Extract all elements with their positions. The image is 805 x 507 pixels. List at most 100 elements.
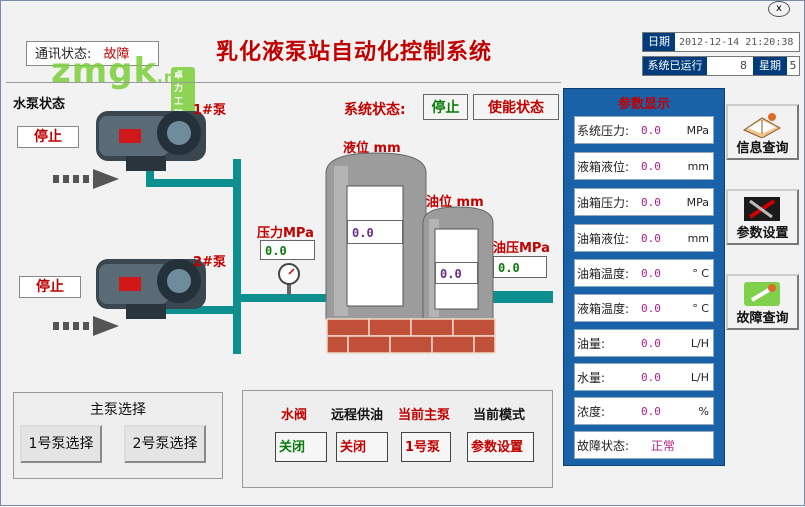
param-label: 油箱液位: bbox=[577, 232, 630, 246]
flow-arrows bbox=[53, 169, 119, 336]
param-settings-label: 参数设置 bbox=[736, 226, 789, 241]
pump1-name: 1#泵 bbox=[193, 103, 226, 118]
param-value: 0.0 bbox=[641, 405, 661, 418]
param-value: 0.0 bbox=[641, 337, 661, 350]
close-icon[interactable]: x bbox=[768, 1, 790, 17]
param-unit: mm bbox=[687, 232, 709, 245]
book-icon bbox=[742, 113, 782, 138]
wrench-icon bbox=[744, 282, 780, 306]
param-value: 0.0 bbox=[641, 124, 661, 137]
param-unit: ° C bbox=[692, 302, 709, 315]
pump2-select-button[interactable]: 2号泵选择 bbox=[124, 425, 206, 463]
brick-base bbox=[326, 318, 496, 354]
oil-pressure-label: 油压MPa bbox=[493, 241, 550, 256]
comm-status: 通讯状态: 故障 bbox=[26, 41, 159, 66]
param-label: 系统压力: bbox=[577, 124, 630, 138]
fault-query-button[interactable]: 故障查询 bbox=[726, 274, 799, 330]
divider bbox=[6, 82, 561, 83]
param-unit: mm bbox=[687, 160, 709, 173]
param-settings-button[interactable]: 参数设置 bbox=[726, 189, 799, 245]
param-row: 故障状态: 正常 bbox=[574, 431, 714, 459]
current-main-pump-button[interactable]: 1号泵 bbox=[401, 432, 451, 462]
info-query-label: 信息查询 bbox=[736, 141, 789, 156]
oil-level-label: 油位 mm bbox=[426, 195, 484, 210]
control-group: 水阀 远程供油 当前主泵 当前模式 关闭 关闭 1号泵 参数设置 bbox=[242, 390, 553, 488]
current-main-pump-label: 当前主泵 bbox=[398, 408, 451, 423]
date-value: 2012-12-14 21:20:38 bbox=[679, 37, 794, 48]
param-row: 液箱液位: 0.0 mm bbox=[574, 152, 714, 180]
param-value: 0.0 bbox=[641, 196, 661, 209]
param-label: 油箱压力: bbox=[577, 196, 630, 210]
param-label: 油量: bbox=[577, 337, 606, 351]
param-row: 水量: 0.0 L/H bbox=[574, 363, 714, 391]
param-unit: MPa bbox=[686, 196, 709, 209]
enable-status: 使能状态 bbox=[473, 94, 559, 120]
param-value: 0.0 bbox=[641, 302, 661, 315]
param-row: 液箱温度: 0.0 ° C bbox=[574, 294, 714, 322]
remote-oil-label: 远程供油 bbox=[331, 408, 384, 423]
param-value: 0.0 bbox=[641, 267, 661, 280]
param-label: 浓度: bbox=[577, 405, 606, 419]
param-unit: L/H bbox=[690, 371, 709, 384]
comm-status-label: 通讯状态: bbox=[35, 47, 92, 62]
main-pump-caption: 主泵选择 bbox=[90, 402, 146, 418]
date-display: 日期 2012-12-14 21:20:38 bbox=[642, 32, 800, 52]
param-row: 油箱液位: 0.0 mm bbox=[574, 224, 714, 252]
param-label: 油箱温度: bbox=[577, 267, 630, 281]
oil-level-value: 0.0 bbox=[435, 262, 478, 284]
runtime-label: 系统已运行 bbox=[643, 57, 707, 75]
param-value: 0.0 bbox=[641, 371, 661, 384]
water-valve-button[interactable]: 关闭 bbox=[275, 432, 327, 462]
tools-icon bbox=[744, 197, 780, 221]
param-row: 油箱温度: 0.0 ° C bbox=[574, 259, 714, 287]
date-label: 日期 bbox=[643, 33, 675, 51]
param-unit: MPa bbox=[686, 124, 709, 137]
level-value: 0.0 bbox=[347, 220, 403, 244]
page-title: 乳化液泵站自动化控制系统 bbox=[216, 40, 493, 65]
weekday-label: 星期 bbox=[753, 57, 787, 75]
oil-pressure-value: 0.0 bbox=[493, 256, 547, 278]
param-value: 0.0 bbox=[641, 232, 661, 245]
pump2-graphic bbox=[96, 259, 206, 319]
main-pump-group: 主泵选择 1号泵选择 2号泵选择 bbox=[13, 392, 223, 479]
current-mode-button[interactable]: 参数设置 bbox=[467, 432, 534, 462]
param-label: 液箱温度: bbox=[577, 302, 630, 316]
param-row: 油箱压力: 0.0 MPa bbox=[574, 188, 714, 216]
fault-status-value: 正常 bbox=[651, 439, 676, 453]
pump1-graphic bbox=[96, 111, 206, 171]
water-valve-label: 水阀 bbox=[281, 408, 308, 423]
pressure-gauge-graphic bbox=[278, 263, 300, 295]
pump2-name: 2#泵 bbox=[193, 255, 226, 270]
param-value: 0.0 bbox=[641, 160, 661, 173]
weekday-value: 5 bbox=[789, 59, 797, 72]
param-unit: L/H bbox=[690, 337, 709, 350]
info-query-button[interactable]: 信息查询 bbox=[726, 104, 799, 160]
param-label: 液箱液位: bbox=[577, 160, 630, 174]
param-label: 水量: bbox=[577, 371, 606, 385]
pipe-network bbox=[146, 159, 553, 354]
current-mode-label: 当前模式 bbox=[473, 408, 526, 423]
watermark-logo: zmgk.net 卓力工矿 bbox=[51, 51, 195, 121]
param-unit: ° C bbox=[692, 267, 709, 280]
pump-section-label: 水泵状态 bbox=[13, 97, 66, 112]
pressure-label: 压力MPa bbox=[257, 226, 314, 241]
pump1-status: 停止 bbox=[17, 126, 79, 148]
param-row: 浓度: 0.0% bbox=[574, 397, 714, 425]
pump2-status: 停止 bbox=[19, 276, 81, 298]
runtime-value: 8 bbox=[740, 59, 747, 72]
param-unit: % bbox=[698, 405, 709, 418]
pump1-select-button[interactable]: 1号泵选择 bbox=[20, 425, 102, 463]
watermark-text: zmgk bbox=[51, 51, 158, 91]
param-row: 系统压力: 0.0 MPa bbox=[574, 116, 714, 144]
params-title: 参数显示 bbox=[617, 97, 670, 112]
system-status-label: 系统状态: bbox=[344, 102, 406, 118]
param-label: 故障状态: bbox=[577, 439, 630, 453]
remote-oil-button[interactable]: 关闭 bbox=[336, 432, 388, 462]
param-row: 油量: 0.0 L/H bbox=[574, 329, 714, 357]
pressure-value: 0.0 bbox=[260, 240, 315, 260]
fault-query-label: 故障查询 bbox=[736, 311, 789, 326]
